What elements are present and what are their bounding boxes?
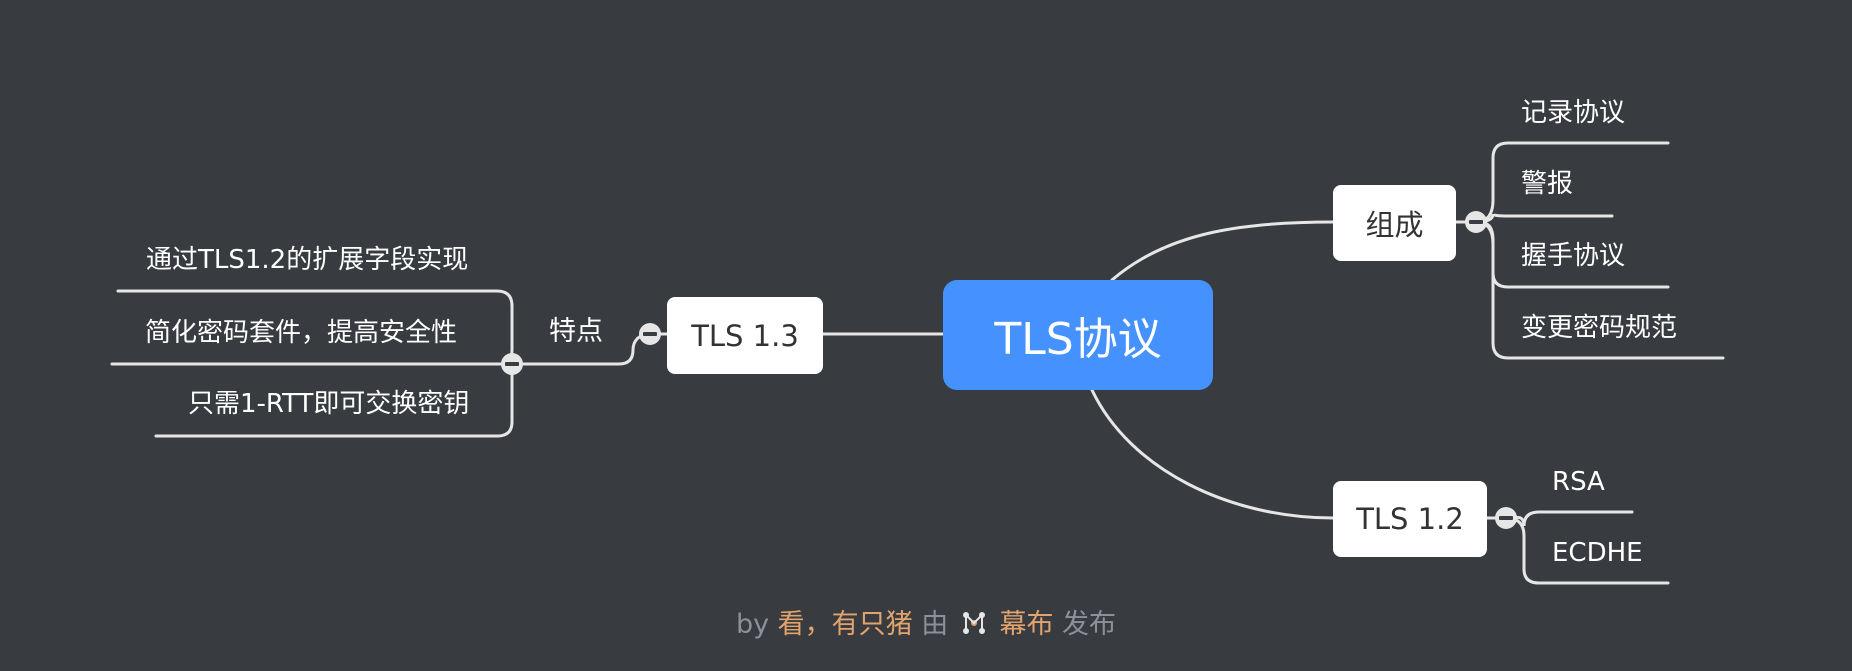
footer-author[interactable]: 看，有只猪 <box>777 609 913 640</box>
connector-root-composition <box>1110 220 1335 282</box>
collapse-toggle-tls13[interactable] <box>639 323 661 345</box>
footer-published: 发布 <box>1062 609 1117 640</box>
node-tls13[interactable]: TLS 1.3 <box>667 297 823 374</box>
footer-by: by <box>735 609 770 640</box>
mubu-logo-icon <box>962 612 985 634</box>
connector-composition-child-2 <box>1474 213 1614 224</box>
collapse-toggle-composition[interactable] <box>1465 211 1487 233</box>
node-composition-label: 组成 <box>1365 208 1424 242</box>
footer-platform[interactable]: 幕布 <box>999 609 1054 640</box>
node-tls13-feature-label[interactable]: 特点 <box>549 316 603 347</box>
connector-root-tls12 <box>1090 388 1335 520</box>
root-node[interactable]: TLS协议 <box>943 280 1213 390</box>
leaf-feature-2[interactable]: 简化密码套件，提高安全性 <box>145 318 458 348</box>
connector-feature-child-3 <box>154 362 514 438</box>
leaf-tls12-2[interactable]: ECDHE <box>1552 538 1643 568</box>
node-tls13-label: TLS 1.3 <box>691 318 799 353</box>
leaf-feature-3[interactable]: 只需1-RTT即可交换密钥 <box>188 389 470 419</box>
footer-credit: by 看，有只猪 由 幕布 发布 <box>0 602 1852 641</box>
node-tls12[interactable]: TLS 1.2 <box>1333 481 1487 557</box>
collapse-toggle-feature[interactable] <box>501 353 523 375</box>
collapse-toggle-tls12[interactable] <box>1495 507 1517 529</box>
leaf-tls12-1[interactable]: RSA <box>1552 467 1605 497</box>
footer-via: 由 <box>921 609 949 640</box>
leaf-composition-2[interactable]: 警报 <box>1521 169 1574 199</box>
connector-tls12-child-1 <box>1504 510 1634 527</box>
node-composition[interactable]: 组成 <box>1333 185 1456 261</box>
node-tls12-label: TLS 1.2 <box>1356 502 1464 536</box>
leaf-feature-1[interactable]: 通过TLS1.2的扩展字段实现 <box>146 245 469 275</box>
root-node-label: TLS协议 <box>994 314 1162 365</box>
leaf-composition-3[interactable]: 握手协议 <box>1521 241 1626 271</box>
leaf-composition-4[interactable]: 变更密码规范 <box>1521 313 1678 343</box>
leaf-composition-1[interactable]: 记录协议 <box>1521 98 1626 128</box>
